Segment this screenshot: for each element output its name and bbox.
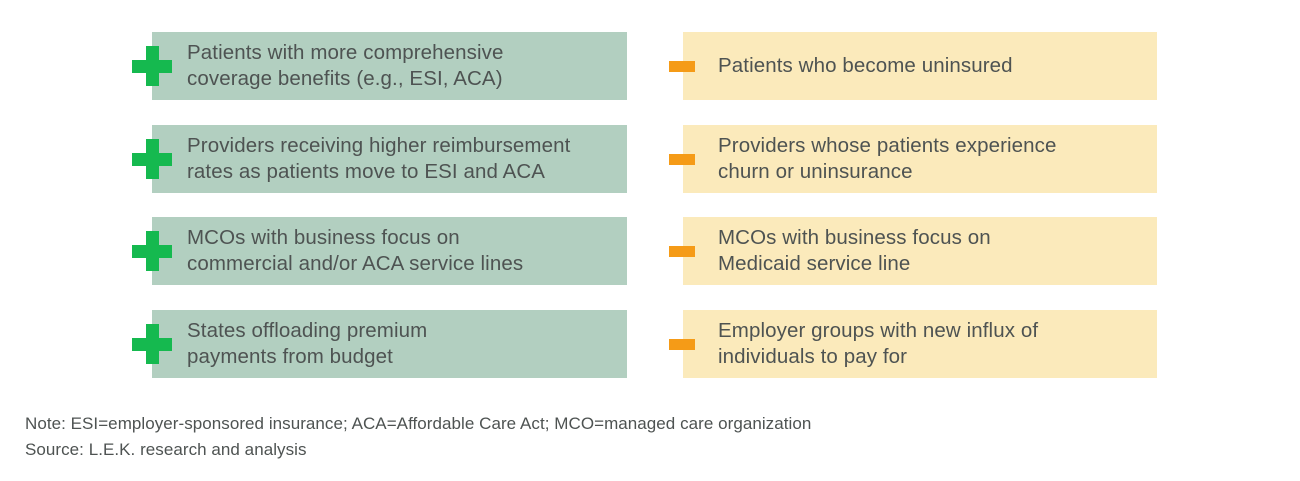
negative-item-card[interactable]: Providers whose patients experience chur… bbox=[683, 125, 1157, 193]
footnotes: Note: ESI=employer-sponsored insurance; … bbox=[25, 411, 1275, 463]
negative-item-card[interactable]: Patients who become uninsured bbox=[683, 32, 1157, 100]
note-abbreviations: Note: ESI=employer-sponsored insurance; … bbox=[25, 414, 812, 433]
negative-item-text: MCOs with business focus on Medicaid ser… bbox=[718, 226, 991, 275]
positive-item-text: States offloading premium payments from … bbox=[187, 319, 428, 368]
negative-item-card[interactable]: Employer groups with new influx of indiv… bbox=[683, 310, 1157, 378]
positive-item-card[interactable]: Patients with more comprehensive coverag… bbox=[152, 32, 627, 100]
comparison-row: MCOs with business focus on commercial a… bbox=[0, 217, 1300, 285]
positive-item-card[interactable]: Providers receiving higher reimbursement… bbox=[152, 125, 627, 193]
positive-item-text: Providers receiving higher reimbursement… bbox=[187, 134, 571, 183]
positive-item-card[interactable]: States offloading premium payments from … bbox=[152, 310, 627, 378]
positive-item-text: MCOs with business focus on commercial a… bbox=[187, 226, 524, 275]
winners-losers-board: Patients with more comprehensive coverag… bbox=[0, 32, 1300, 378]
negative-item-text: Providers whose patients experience chur… bbox=[718, 134, 1057, 183]
positive-item-card[interactable]: MCOs with business focus on commercial a… bbox=[152, 217, 627, 285]
note-source: Source: L.E.K. research and analysis bbox=[25, 440, 307, 459]
negative-item-text: Patients who become uninsured bbox=[718, 54, 1013, 77]
negative-item-card[interactable]: MCOs with business focus on Medicaid ser… bbox=[683, 217, 1157, 285]
comparison-row: Providers receiving higher reimbursement… bbox=[0, 125, 1300, 193]
comparison-row: Patients with more comprehensive coverag… bbox=[0, 32, 1300, 100]
comparison-row: States offloading premium payments from … bbox=[0, 310, 1300, 378]
negative-item-text: Employer groups with new influx of indiv… bbox=[718, 319, 1039, 368]
positive-item-text: Patients with more comprehensive coverag… bbox=[187, 41, 504, 90]
